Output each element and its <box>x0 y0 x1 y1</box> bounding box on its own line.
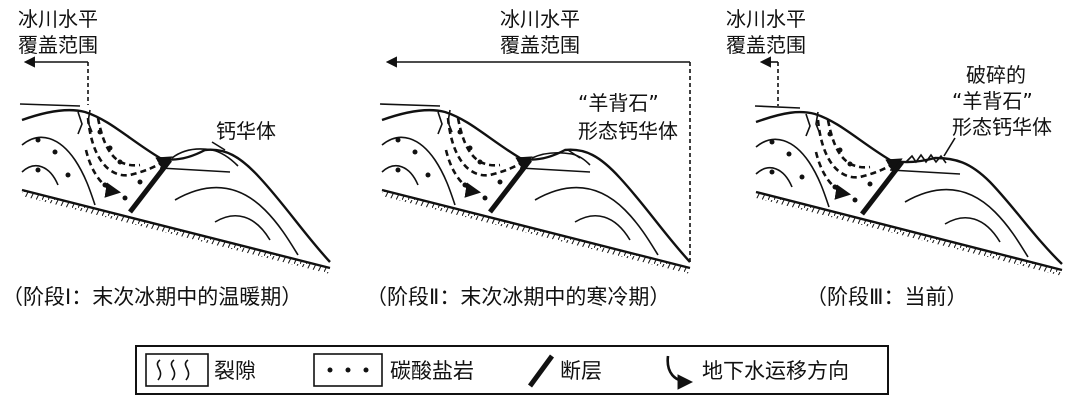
stage2-strata-right <box>534 186 659 256</box>
stage2-panel: 冰川水平 覆盖范围 “羊背石” 形态钙华体 （阶段Ⅱ：末次冰期中的寒冷期） <box>366 7 691 309</box>
stage1-travertine-pointer <box>211 141 226 151</box>
stage1-bedrock-hatch <box>22 190 330 274</box>
stage3-carbonate-dots <box>769 131 873 203</box>
stage3-deposit-label-line3: 形态钙华体 <box>952 115 1052 139</box>
stage3-bedrock-hatch <box>756 192 1062 276</box>
stage1-carbonate-dots <box>35 129 143 201</box>
stage3-fissure <box>805 113 811 137</box>
stage3-caption: （阶段Ⅲ：当前） <box>806 285 967 309</box>
stage2-groundwater-arrow <box>444 149 482 198</box>
stage1-baseline <box>21 188 331 270</box>
stage3-strata-line <box>889 169 961 175</box>
stage1-caption: （阶段Ⅰ：末次冰期中的温暖期） <box>2 285 302 309</box>
stage3-baseline <box>755 190 1063 272</box>
stage1-groundwater-arrow <box>84 149 122 198</box>
stage3-groundwater-arrow <box>816 119 903 179</box>
stage1-coverage-label-line1: 冰川水平 <box>18 7 98 31</box>
stage2-deposit-label-line2: 形态钙华体 <box>578 119 678 143</box>
carbonate-dots-icon <box>327 367 369 373</box>
stage2-fault <box>488 158 532 214</box>
stage3-deposit-label-line1: 破碎的 <box>966 63 1026 87</box>
stage3-strata-right2 <box>944 216 1001 243</box>
legend-fault-label: 断层 <box>560 359 602 383</box>
stage3-deposit-label-line2: “羊背石” <box>952 89 1033 113</box>
stage2-groundwater-arrow <box>456 117 501 167</box>
legend: 裂隙 碳酸盐岩 断层 地下水运移方向 <box>135 345 889 395</box>
stage3-coverage-label-line1: 冰川水平 <box>726 7 806 31</box>
stage1-strata-line <box>159 167 231 173</box>
stage1-glacier-surface <box>19 103 81 107</box>
stage1-panel: 冰川水平 覆盖范围 钙华体 <box>2 7 331 309</box>
stage3-groundwater-arrow <box>826 119 871 169</box>
stage2-coverage-label-line2: 覆盖范围 <box>500 33 580 57</box>
groundwater-arrow-icon <box>666 355 694 390</box>
stage1-terrain <box>21 108 331 263</box>
stage1-travertine <box>171 148 239 167</box>
stage2-glacier-surface <box>379 103 441 107</box>
stage3-strata-left2 <box>755 167 793 188</box>
fissure-icon <box>156 359 190 381</box>
stage1-fissure <box>77 111 83 135</box>
stage2-coverage-label-line1: 冰川水平 <box>500 7 580 31</box>
stage3-groundwater-arrow <box>814 151 852 200</box>
stage3-broken-travertine <box>905 153 947 164</box>
stage2-terrain <box>381 108 691 263</box>
stage1-strata-right2 <box>214 214 271 241</box>
stage2-caption: （阶段Ⅱ：末次冰期中的寒冷期） <box>366 285 670 309</box>
stage2-strata-left2 <box>381 165 419 186</box>
stage2-carbonate-dots <box>395 129 503 201</box>
legend-frame <box>135 345 889 395</box>
stage1-strata-left2 <box>21 165 59 186</box>
stage2-strata-line <box>519 167 591 173</box>
stage2-strata-right2 <box>574 214 631 241</box>
stage1-groundwater-arrow <box>86 117 173 177</box>
stage3-panel: 冰川水平 覆盖范围 破碎的 “羊背石” 形态钙华体 （阶段Ⅲ：当前 <box>726 7 1063 309</box>
legend-carbonate-swatch <box>313 353 383 387</box>
stage2-groundwater-arrow <box>446 117 533 177</box>
stage2-deposit-label-line1: “羊背石” <box>578 91 659 115</box>
stage3-coverage-label-line2: 覆盖范围 <box>726 33 806 57</box>
stage2-baseline <box>381 188 691 270</box>
stage3-strata-right <box>904 188 1029 258</box>
legend-carbonate-label: 碳酸盐岩 <box>390 359 474 383</box>
stage1-strata-right <box>174 186 299 256</box>
stage1-fault <box>128 158 172 214</box>
stage2-fissure <box>437 111 443 135</box>
stage3-glacier-surface <box>754 105 801 109</box>
stage3-fault <box>860 160 904 216</box>
fault-icon <box>527 354 555 388</box>
stage2-travertine <box>531 152 591 166</box>
legend-fissure-swatch <box>145 353 209 387</box>
legend-groundwater-label: 地下水运移方向 <box>702 359 849 383</box>
stage2-bedrock-hatch <box>382 190 690 274</box>
legend-fissure-label: 裂隙 <box>214 359 256 383</box>
stage2-travertine-pointer <box>567 149 581 159</box>
stage3-travertine-pointer <box>943 137 956 157</box>
stage1-deposit-label: 钙华体 <box>216 119 276 143</box>
stage1-groundwater-arrow <box>96 117 141 167</box>
stage1-coverage-label-line2: 覆盖范围 <box>18 33 98 57</box>
